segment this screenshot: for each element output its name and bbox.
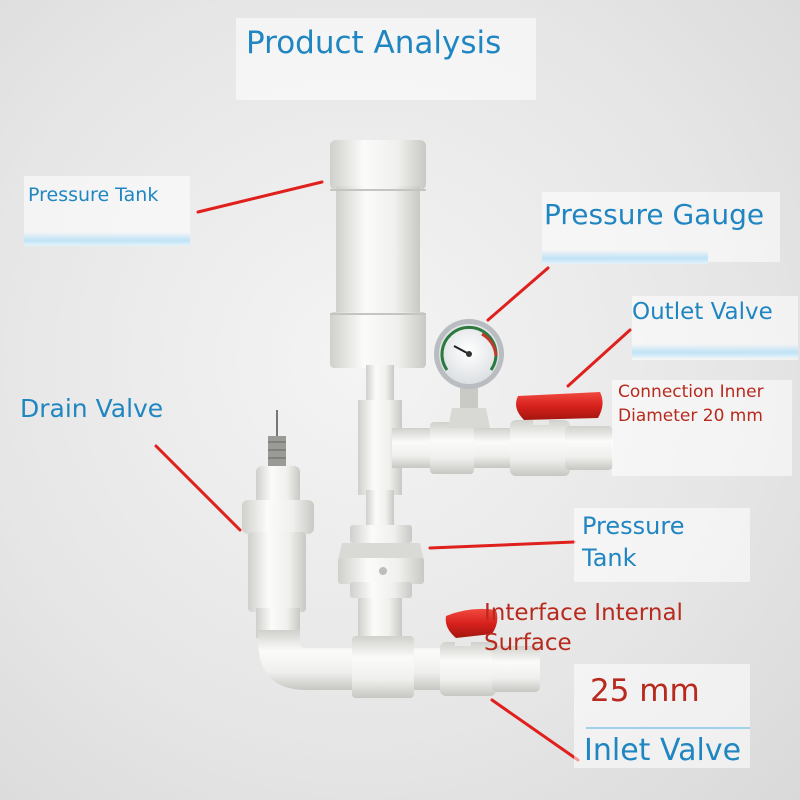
label-interface-line2: Surface xyxy=(484,630,572,656)
pointer-inlet-valve xyxy=(490,698,580,762)
label-connection-line1: Connection Inner xyxy=(618,382,764,402)
label-pressure-tank-mid-line1: Pressure xyxy=(582,512,685,540)
label-25mm: 25 mm xyxy=(590,673,700,709)
pressure-tank-mid-backdrop xyxy=(574,508,750,582)
pointer-pressure-tank-top xyxy=(196,180,324,214)
outlet-valve-handle xyxy=(516,392,603,420)
drain-valve-body xyxy=(242,410,314,638)
outlet-branch xyxy=(392,405,613,476)
pressure-tank-cylinder xyxy=(330,140,426,368)
pointer-pressure-tank-mid xyxy=(428,540,576,550)
page-title: Product Analysis xyxy=(246,25,502,61)
pointer-drain-valve xyxy=(154,444,242,532)
union-joint xyxy=(338,525,424,598)
label-pressure-tank-top: Pressure Tank xyxy=(28,184,159,206)
label-drain-valve: Drain Valve xyxy=(20,394,164,423)
title-backdrop xyxy=(236,18,536,100)
label-connection-line2: Diameter 20 mm xyxy=(618,406,763,426)
connection-label-backdrop xyxy=(612,380,792,476)
outlet-valve-label-band xyxy=(632,344,798,358)
label-pressure-tank-mid-line2: Tank xyxy=(582,544,637,572)
label-pressure-gauge: Pressure Gauge xyxy=(544,198,765,231)
pressure-tank-label-band xyxy=(24,232,190,246)
inlet-label-rule xyxy=(586,727,750,729)
label-interface-line1: Interface Internal xyxy=(484,600,683,626)
pressure-gauge-label-band xyxy=(542,250,708,264)
label-inlet-valve: Inlet Valve xyxy=(584,733,742,768)
inlet-valve-handle xyxy=(445,608,498,638)
pointer-pressure-gauge xyxy=(486,266,550,322)
inlet-label-backdrop xyxy=(574,664,750,768)
pointer-outlet-valve xyxy=(566,328,632,388)
label-outlet-valve: Outlet Valve xyxy=(632,299,773,325)
inlet-bottom-pipe xyxy=(258,630,540,698)
pressure-gauge-dial xyxy=(434,319,504,428)
